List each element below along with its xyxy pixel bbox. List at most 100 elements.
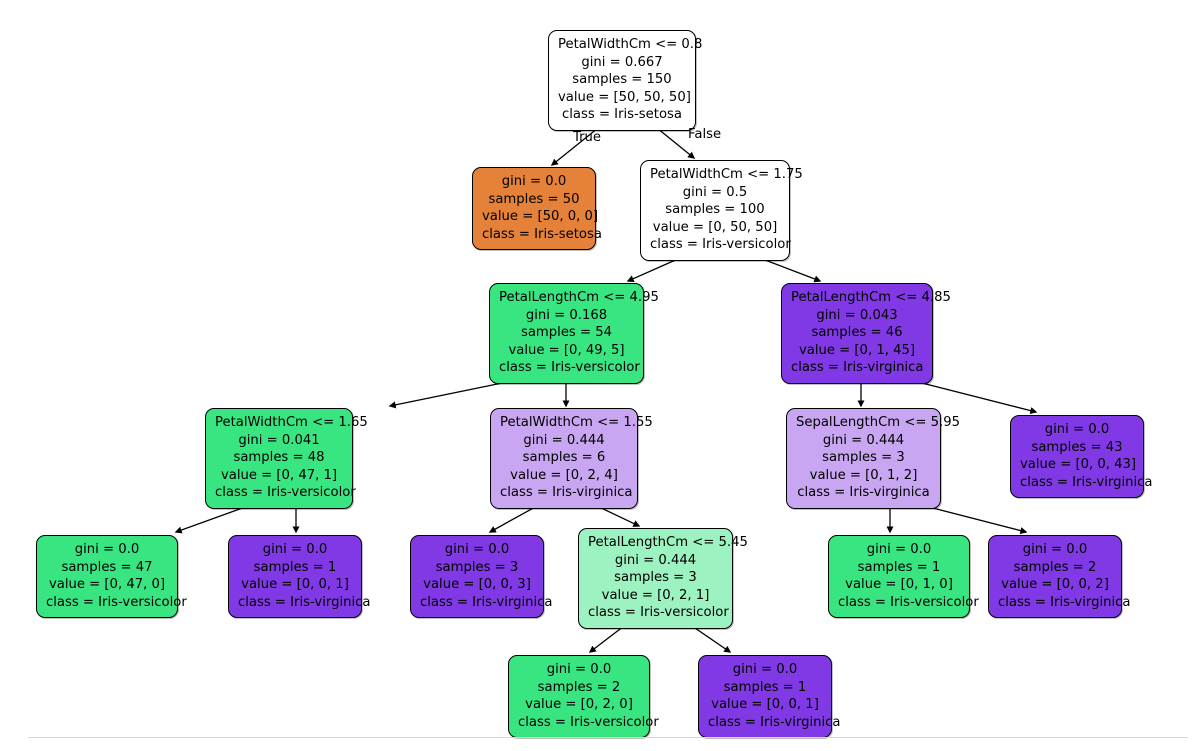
tree-edge-n2-n4	[759, 257, 822, 283]
leaf-virginica-1-b[interactable]: gini = 0.0 samples = 1 value = [0, 0, 1]cl…	[698, 655, 841, 739]
node-line: value = [0, 0, 1]	[241, 577, 349, 593]
node-line: value = [0, 47, 0]	[48, 577, 166, 593]
node-line: gini = 0.0	[74, 542, 140, 557]
tree-edge-n5-n9	[174, 505, 249, 534]
node-line: class = Iris-versicolor	[838, 594, 979, 610]
leaf-versicolor-1[interactable]: gini = 0.0 samples = 1 value = [0, 1, 0]cl…	[828, 535, 979, 619]
node-line: gini = 0.0	[1044, 422, 1110, 437]
node-line: value = [0, 1, 45]	[798, 342, 916, 358]
node-line: gini = 0.168	[525, 307, 608, 323]
node-line: class = Iris-virginica	[1020, 474, 1153, 490]
node-line: gini = 0.0	[1022, 542, 1088, 557]
node-line: gini = 0.444	[523, 432, 605, 448]
node-line: samples = 6	[522, 450, 606, 466]
node-line: class = Iris-virginica	[791, 360, 924, 376]
node-line: PetalWidthCm <= 1.75	[650, 167, 803, 182]
node-line: PetalLengthCm <= 4.85	[791, 290, 951, 305]
leaf-virginica-1-a[interactable]: gini = 0.0 samples = 1 value = [0, 0, 1]cl…	[228, 535, 371, 619]
node-line: samples = 1	[253, 559, 337, 575]
node-line: samples = 150	[572, 72, 672, 88]
leaf-versicolor-47[interactable]: gini = 0.0 samples = 47 value = [0, 47, 0]…	[36, 535, 187, 619]
node-line: class = Iris-versicolor	[46, 594, 187, 610]
node-line: class = Iris-versicolor	[588, 605, 729, 621]
tree-edge-n3-n5	[388, 380, 513, 409]
node-line: class = Iris-setosa	[562, 107, 682, 123]
tree-edge-n6-n11	[488, 505, 538, 533]
node-line: gini = 0.0	[732, 662, 798, 677]
node-petalwidth-155[interactable]: PetalWidthCm <= 1.55 gini = 0.444 samples …	[490, 408, 653, 509]
node-line: PetalWidthCm <= 1.65	[215, 415, 368, 430]
edge-label-false: False	[688, 127, 722, 142]
node-line: samples = 3	[435, 559, 519, 575]
node-line: value = [0, 47, 1]	[220, 467, 338, 483]
node-line: value = [0, 2, 0]	[525, 697, 633, 713]
node-line: value = [0, 0, 3]	[423, 577, 531, 593]
node-line: samples = 43	[1031, 439, 1123, 455]
node-line: gini = 0.0	[866, 542, 932, 557]
node-line: value = [50, 0, 0]	[482, 209, 599, 225]
node-line: samples = 1	[857, 559, 941, 575]
node-line: samples = 100	[665, 202, 765, 218]
node-line: gini = 0.0	[546, 662, 612, 677]
node-line: gini = 0.043	[816, 307, 898, 323]
node-line: value = [0, 2, 1]	[601, 587, 710, 603]
node-line: class = Iris-versicolor	[499, 360, 640, 376]
node-line: class = Iris-virginica	[998, 594, 1131, 610]
node-line: class = Iris-virginica	[420, 594, 553, 610]
node-line: value = [0, 0, 1]	[711, 697, 819, 713]
node-line: class = Iris-versicolor	[518, 714, 659, 730]
node-line: samples = 54	[520, 325, 613, 341]
node-line: samples = 47	[61, 559, 153, 575]
node-line: class = Iris-virginica	[797, 485, 930, 501]
tree-edge-n12-n15	[588, 625, 625, 653]
node-petalwidth-165[interactable]: PetalWidthCm <= 1.65 gini = 0.041 samples …	[205, 408, 368, 509]
node-line: samples = 2	[1013, 559, 1097, 575]
node-line: gini = 0.444	[822, 432, 905, 448]
node-line: value = [0, 50, 50]	[652, 219, 778, 235]
node-line: PetalLengthCm <= 4.95	[499, 290, 659, 305]
node-line: gini = 0.041	[238, 432, 320, 448]
node-line: samples = 46	[811, 325, 903, 341]
node-line: samples = 1	[723, 679, 807, 695]
node-line: SepalLengthCm <= 5.95	[796, 415, 960, 430]
leaf-virginica-2[interactable]: gini = 0.0 samples = 2 value = [0, 0, 2]cl…	[988, 535, 1131, 619]
node-line: class = Iris-versicolor	[650, 237, 791, 253]
node-line: value = [50, 50, 50]	[558, 89, 691, 105]
node-petallength-485[interactable]: PetalLengthCm <= 4.85 gini = 0.043 samples…	[781, 283, 951, 384]
node-line: class = Iris-virginica	[238, 594, 371, 610]
node-line: gini = 0.0	[444, 542, 510, 557]
node-petalwidth-175[interactable]: PetalWidthCm <= 1.75 gini = 0.5 samples = …	[640, 160, 803, 261]
node-line: PetalWidthCm <= 1.55	[500, 415, 653, 430]
node-line: class = Iris-versicolor	[215, 485, 356, 501]
tree-edge-n12-n16	[691, 625, 732, 653]
node-line: PetalWidthCm <= 0.8	[558, 37, 703, 52]
edge-label-true: True	[573, 130, 602, 145]
node-petallength-495[interactable]: PetalLengthCm <= 4.95 gini = 0.168 samples…	[489, 283, 659, 384]
tree-edge-n7-n14	[924, 505, 1028, 535]
node-sepallength-595[interactable]: SepalLengthCm <= 5.95 gini = 0.444 samples…	[786, 408, 960, 509]
footer-divider	[28, 737, 1188, 738]
node-line: gini = 0.0	[262, 542, 328, 557]
node-line: class = Iris-setosa	[482, 226, 602, 242]
node-line: class = Iris-virginica	[708, 714, 841, 730]
node-line: gini = 0.667	[581, 54, 663, 70]
leaf-virginica-43[interactable]: gini = 0.0 samples = 43 value = [0, 0, 43]…	[1010, 415, 1153, 499]
root-node[interactable]: PetalWidthCm <= 0.8 gini = 0.667 samples =…	[548, 30, 703, 131]
node-line: value = [0, 0, 2]	[1001, 577, 1109, 593]
node-line: samples = 3	[822, 450, 905, 466]
node-line: value = [0, 2, 4]	[510, 467, 618, 483]
node-line: value = [0, 49, 5]	[508, 342, 625, 358]
node-line: gini = 0.5	[682, 184, 748, 200]
node-line: value = [0, 1, 0]	[845, 577, 953, 593]
node-line: samples = 48	[233, 450, 325, 466]
node-line: gini = 0.444	[614, 552, 697, 568]
tree-edge-n6-n12	[596, 505, 641, 527]
leaf-virginica-3[interactable]: gini = 0.0 samples = 3 value = [0, 0, 3]cl…	[410, 535, 553, 619]
node-line: PetalLengthCm <= 5.45	[588, 535, 748, 550]
node-line: value = [0, 0, 43]	[1020, 457, 1137, 473]
node-line: value = [0, 1, 2]	[809, 467, 918, 483]
